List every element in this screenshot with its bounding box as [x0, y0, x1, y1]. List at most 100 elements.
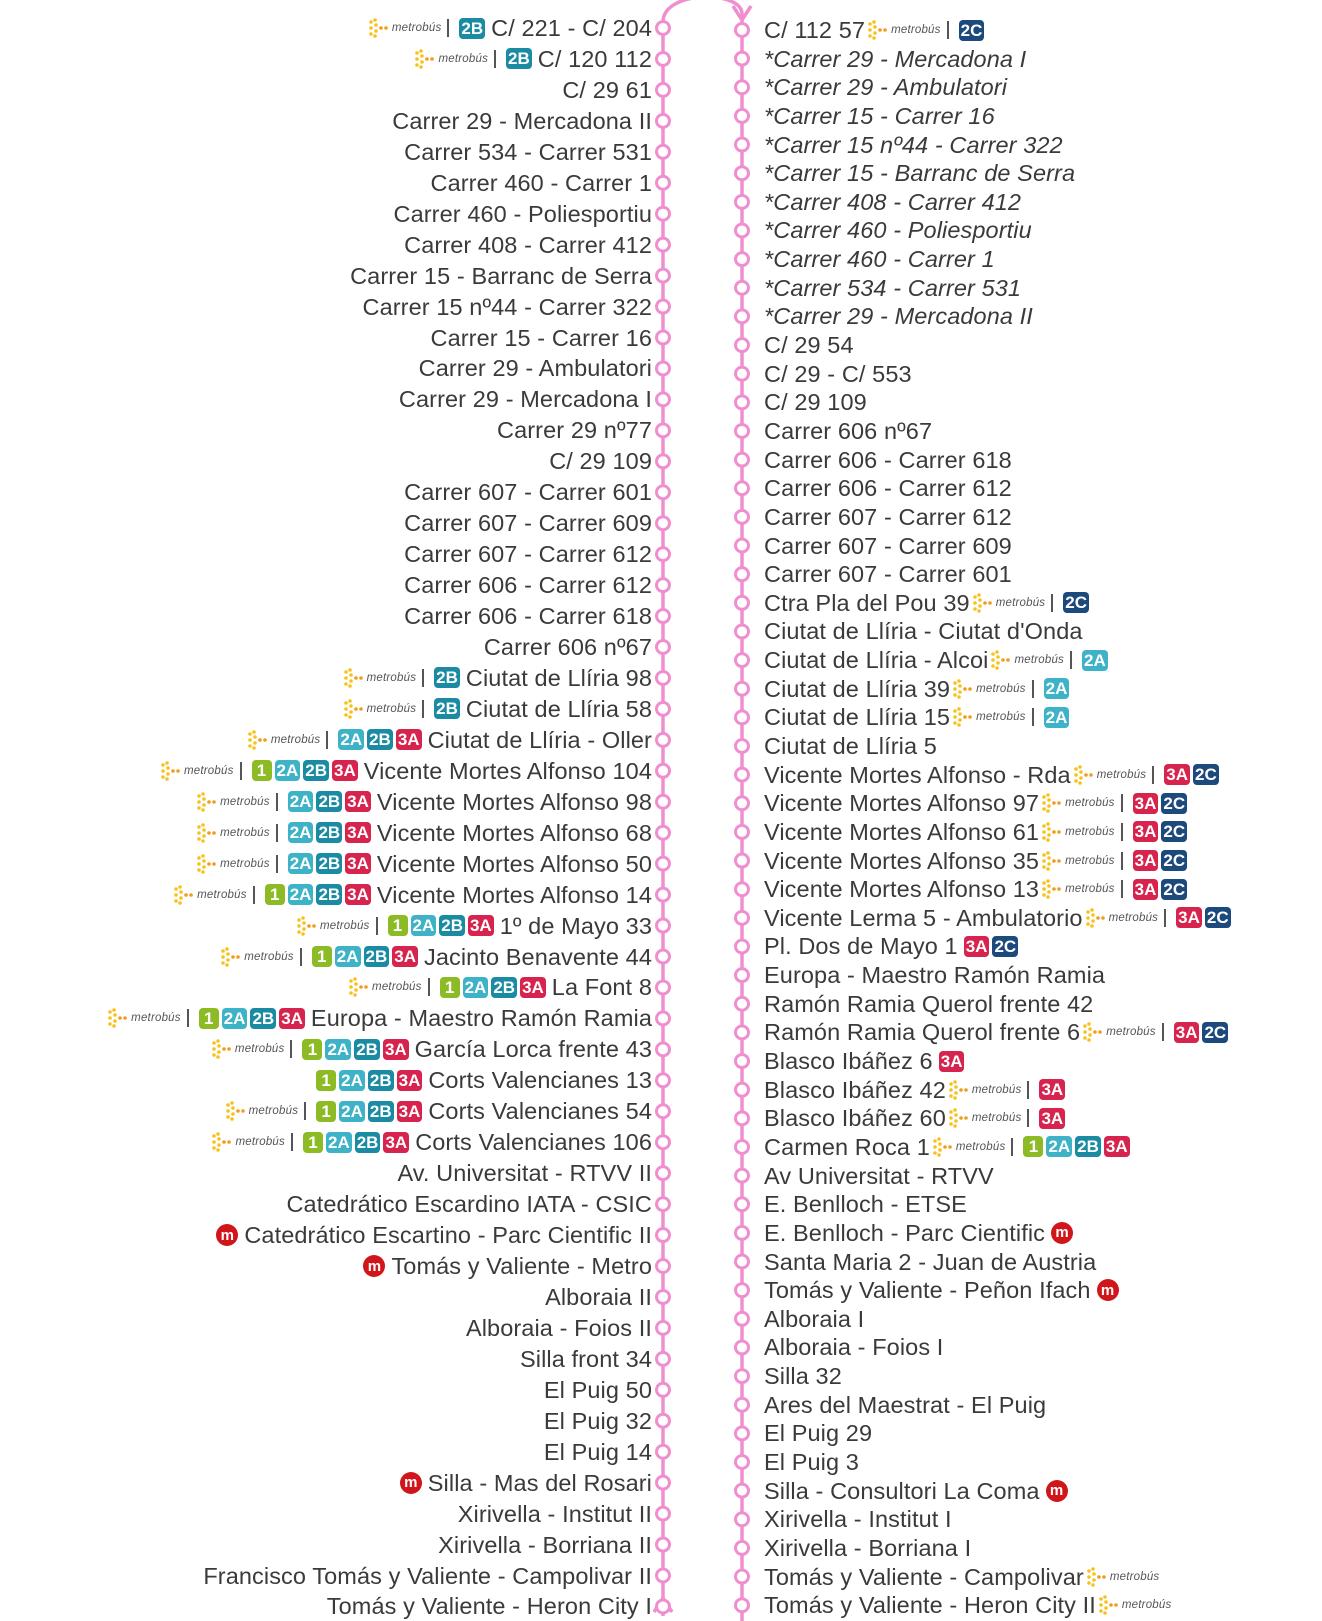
line-badge-1: 1 [198, 1007, 219, 1029]
line-badge-2b: 2B [316, 791, 343, 813]
stop-name: Alboraia - Foios II [465, 1314, 652, 1341]
stop-row: Carrer 606 nº67 [764, 417, 932, 445]
line-badge-2c: 2C [1204, 907, 1231, 929]
stop-name: Silla - Consultori La Coma [764, 1477, 1040, 1504]
stop-name: Alboraia II [545, 1283, 652, 1310]
stop-marker [734, 1396, 750, 1413]
stop-name: Vicente Mortes Alfonso 61 [764, 818, 1040, 845]
stop-marker [655, 453, 671, 470]
stop-name: Ramón Ramia Querol frente 6 [764, 1019, 1081, 1046]
metro-station-icon: m [399, 1471, 422, 1494]
line-badge-2a: 2A [410, 915, 437, 937]
stop-name: Tomás y Valiente - Campolivar [764, 1563, 1084, 1590]
stop-marker [734, 795, 750, 812]
line-badge-3a: 3A [396, 1069, 423, 1091]
line-badge-2b: 2B [316, 853, 343, 875]
stop-name: García Lorca frente 43 [414, 1036, 652, 1063]
metrobus-logo-icon: metrobús [1086, 1566, 1160, 1587]
line-badge-3a: 3A [332, 760, 358, 782]
stop-name: Ramón Ramia Querol frente 42 [764, 990, 1094, 1017]
stop-marker [734, 193, 750, 210]
stop-marker [655, 50, 671, 67]
stop-marker [734, 738, 750, 754]
metrobus-label: metrobús [438, 52, 489, 65]
line-badge-2b: 2B [506, 48, 532, 70]
metrobus-label: metrobús [197, 888, 247, 901]
stop-marker [655, 267, 671, 284]
stop-name: Catedrático Escardino IATA - CSIC [286, 1191, 652, 1218]
separator [275, 823, 278, 842]
line-badge-1: 1 [387, 915, 408, 937]
stop-name: El Puig 3 [764, 1449, 859, 1475]
separator [946, 21, 949, 39]
stop-name: Blasco Ibáñez 60 [764, 1105, 946, 1132]
stop-name: Ciutat de Llíria - Alcoi [764, 647, 989, 674]
separator [239, 761, 242, 780]
stop-name: Carmen Roca 1 [764, 1133, 930, 1160]
stop-row: C/ 29 - C/ 553 [764, 360, 912, 388]
stop-row: Tomás y Valiente - Heron City I [327, 1592, 652, 1620]
separator [290, 1040, 293, 1059]
separator [290, 1133, 293, 1152]
separator [375, 916, 378, 935]
separator [1070, 651, 1072, 670]
stop-marker [655, 484, 671, 501]
stop-marker [734, 394, 750, 411]
stop-name: Vicente Mortes Alfonso 104 [363, 757, 652, 784]
metrobus-logo-icon: metrobús [220, 946, 294, 967]
line-badge-2a: 2A [334, 946, 361, 967]
stop-marker [655, 20, 671, 36]
line-badge-2b: 2B [367, 1069, 394, 1091]
stop-name: Carrer 460 - Poliesportiu [393, 200, 652, 227]
stop-marker [655, 298, 671, 315]
line-badge-2a: 2A [1043, 706, 1070, 728]
stop-name: Ciutat de Llíria 15 [764, 704, 951, 731]
stop-marker [734, 451, 750, 468]
stop-name: Corts Valencianes 54 [428, 1098, 652, 1125]
stop-name: Ctra Pla del Pou 39 [764, 589, 970, 616]
line-badge-2b: 2B [316, 822, 343, 844]
line-badge-1: 1 [311, 946, 332, 967]
line-badges: 2B [506, 48, 532, 70]
separator [494, 49, 497, 68]
stop-name: *Carrer 29 - Mercadona I [764, 45, 1027, 72]
stop-name: *Carrer 460 - Poliesportiu [764, 217, 1032, 244]
line-badge-2c: 2C [1161, 792, 1188, 814]
metrobus-logo-icon: metrobús [160, 760, 234, 781]
stop-name: Vicente Mortes Alfonso 14 [376, 881, 652, 908]
line-badge-3a: 3A [383, 1131, 410, 1153]
separator [186, 1009, 189, 1028]
stop-marker [655, 1258, 671, 1274]
stop-marker [734, 1339, 750, 1356]
stop-row: Europa - Maestro Ramón Ramia [764, 961, 1105, 989]
stop-marker [734, 909, 750, 926]
stop-marker [734, 1196, 750, 1213]
separator [299, 947, 302, 966]
stop-name: Vicente Mortes Alfonso - Rda [764, 761, 1071, 788]
stop-marker [734, 79, 750, 96]
stop-name: Carrer 408 - Carrer 412 [404, 231, 652, 258]
metrobus-label: metrobús [235, 1136, 285, 1149]
stop-name: *Carrer 15 - Barranc de Serra [764, 160, 1076, 187]
metrobus-label: metrobús [1096, 768, 1147, 781]
stop-marker [734, 365, 750, 382]
stop-marker [734, 222, 750, 239]
stop-name: Carrer 606 - Carrer 618 [404, 603, 652, 630]
line-badge-3a: 3A [963, 935, 990, 957]
stop-name: *Carrer 15 nº44 - Carrer 322 [764, 131, 1063, 158]
line-badge-1: 1 [1023, 1136, 1044, 1158]
line-badge-3a: 3A [1039, 1107, 1066, 1129]
stop-row: *Carrer 534 - Carrer 531 [764, 274, 1021, 302]
